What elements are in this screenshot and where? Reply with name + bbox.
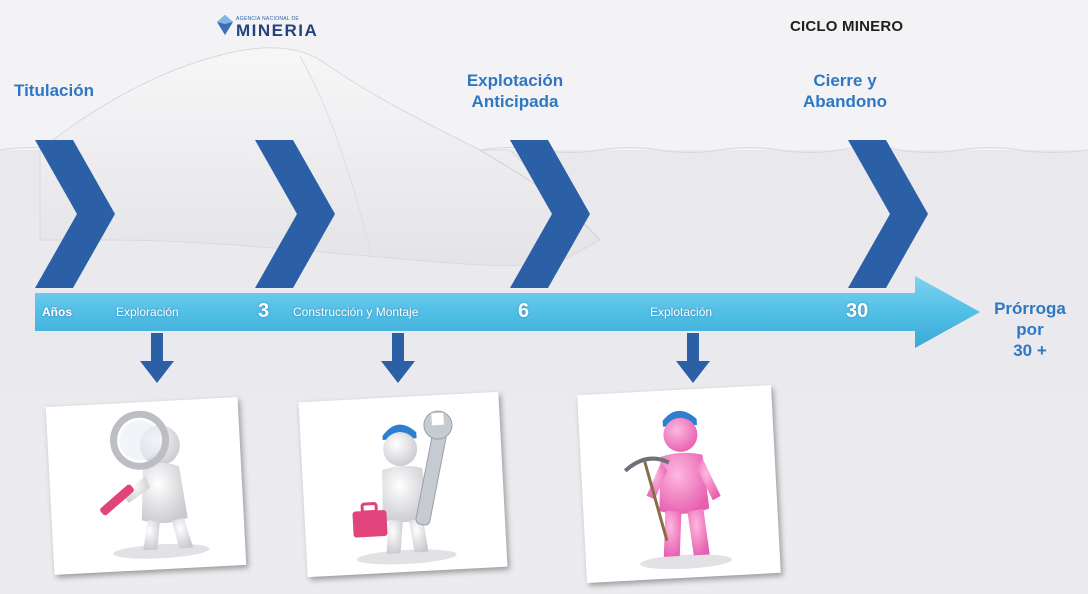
down-arrow-explotacion-icon — [676, 333, 710, 383]
phase-cierre-line1: Cierre y — [813, 71, 877, 90]
logo-agency-small: AGENCIA NACIONAL DE — [236, 16, 300, 22]
chevron-construccion-icon — [255, 140, 335, 288]
timeline-stage-exploracion: Exploración — [116, 305, 179, 319]
chevron-cierre-icon — [848, 140, 928, 288]
timeline-stage-explotacion: Explotación — [650, 305, 713, 319]
phase-explotacion-anticipada: Explotación Anticipada — [440, 70, 590, 112]
phase-explotacion-anticipada-line2: Anticipada — [471, 92, 559, 111]
down-arrow-construccion-icon — [381, 333, 415, 383]
extension-line1: Prórroga — [994, 299, 1066, 318]
phase-titulacion: Titulación — [14, 81, 94, 100]
extension-text: Prórroga por 30 + — [975, 298, 1085, 361]
timeline-year-3: 3 — [258, 300, 270, 322]
extension-line3: 30 + — [1013, 341, 1047, 360]
magnifier-explorer-figure — [100, 410, 210, 559]
timeline-years-label: Años — [42, 305, 72, 319]
worker-with-wrench-figure — [352, 410, 457, 565]
construction-image-card — [298, 391, 508, 578]
miner-with-pickaxe-figure — [623, 410, 733, 570]
phase-cierre-line2: Abandono — [802, 92, 888, 111]
chevron-explotacion-anticipada-icon — [510, 140, 590, 288]
diamond-logo-icon — [217, 15, 233, 35]
timeline-stage-construccion: Construcción y Montaje — [293, 305, 419, 319]
logo-agency-big: MINERIA — [236, 21, 319, 40]
cycle-title: CICLO MINERO — [790, 18, 904, 35]
timeline-year-30: 30 — [846, 300, 869, 322]
phase-explotacion-anticipada-line1: Explotación — [466, 71, 564, 90]
timeline-year-6: 6 — [518, 300, 530, 322]
exploration-image-card — [45, 397, 247, 575]
extension-line2: por — [1016, 320, 1044, 339]
phase-cierre-abandono: Cierre y Abandono — [780, 70, 910, 112]
chevron-titulacion-icon — [35, 140, 115, 288]
timeline-arrow — [35, 276, 980, 348]
exploitation-image-card — [577, 385, 781, 583]
down-arrow-exploracion-icon — [140, 333, 174, 383]
